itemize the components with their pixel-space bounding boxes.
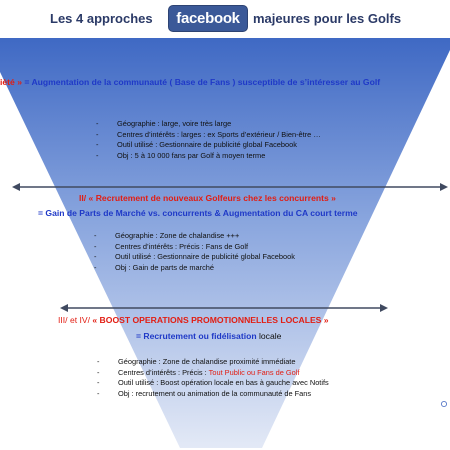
list-item: Centres d’intérêts : larges : ex Sports …: [92, 130, 321, 141]
list-item: Obj : recrutement ou animation de la com…: [93, 389, 329, 400]
list-item: Centres d’intérêts : Précis : Fans de Go…: [90, 242, 295, 253]
list-item: Outil utilisé : Boost opération locale e…: [93, 378, 329, 389]
facebook-logo: facebook: [168, 5, 248, 32]
level-3-goal: = Recrutement ou fidélisation locale: [136, 331, 281, 341]
level-3-label-prefix: III/ et IV/: [58, 315, 90, 325]
header-title-after: majeures pour les Golfs: [253, 11, 402, 26]
interest-prefix: Centres d’intérêts : Précis :: [118, 367, 207, 377]
list-item: Outil utilisé : Gestionnaire de publicit…: [90, 252, 295, 263]
list-item: Obj : Gain de parts de marché: [90, 263, 295, 274]
level-3-goal-suffix: locale: [258, 331, 282, 341]
level-2-label: II/ « Recrutement de nouveaux Golfeurs c…: [79, 193, 336, 203]
level-1-heading: ièté » = Augmentation de la communauté (…: [0, 77, 450, 87]
slide-header: Les 4 approches facebook majeures pour l…: [0, 4, 450, 32]
list-item: Géographie : Zone de chalandise +++: [90, 231, 295, 242]
level-2-bullet-list: Géographie : Zone de chalandise +++ Cent…: [90, 231, 295, 274]
level-3-heading: III/ et IV/ « BOOST OPERATIONS PROMOTION…: [58, 315, 329, 325]
level-1-label: ièté »: [0, 77, 22, 87]
level-3-goal-prefix: =: [136, 331, 142, 341]
list-item: Outil utilisé : Gestionnaire de publicit…: [92, 140, 321, 151]
level-2-goal: = Gain de Parts de Marché vs. concurrent…: [38, 208, 358, 218]
level-1-bullet-list: Géographie : large, voire très large Cen…: [92, 119, 321, 162]
level-3-goal-strong: Recrutement ou fidélisation: [143, 331, 257, 341]
level-3-bullet-list: Géographie : Zone de chalandise proximit…: [93, 357, 329, 400]
interest-value: Tout Public ou Fans de Golf: [208, 367, 300, 377]
list-item: Géographie : large, voire très large: [92, 119, 321, 130]
level-3-label: « BOOST OPERATIONS PROMOTIONNELLES LOCAL…: [92, 315, 329, 325]
bullet-circle-icon: [440, 400, 448, 408]
list-item: Obj : 5 à 10 000 fans par Golf à moyen t…: [92, 151, 321, 162]
list-item-interest: Centres d’intérêts : Précis : Tout Publi…: [93, 368, 329, 379]
level-1-goal: = Augmentation de la communauté ( Base d…: [24, 77, 381, 87]
header-title-before: Les 4 approches: [50, 11, 153, 26]
list-item: Géographie : Zone de chalandise proximit…: [93, 357, 329, 368]
